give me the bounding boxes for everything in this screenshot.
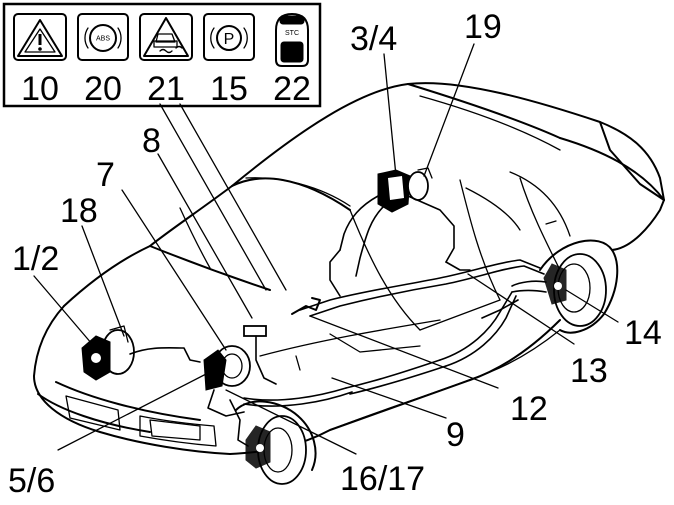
front-wheel	[245, 415, 307, 485]
rear-wheel	[511, 253, 607, 327]
leader-lines	[33, 43, 619, 455]
parking-icon-text: P	[224, 31, 235, 48]
abs-warning-icon: ABS	[77, 13, 129, 61]
callout-1-2: 1/2	[12, 240, 59, 278]
callout-13: 13	[570, 352, 608, 390]
callout-numbers: 1/2 18 7 8 3/4 19 14 13 12 9 16/17 5/6	[8, 8, 662, 500]
legend-box: ABS P STC 10 20 21 15 22	[2, 2, 322, 108]
front-left-caliper	[81, 325, 201, 381]
stc-button-icon: STC	[275, 13, 309, 67]
parking-brake-icon: P	[203, 13, 255, 61]
skid-car-icon	[139, 13, 193, 61]
brake-lines	[291, 249, 545, 395]
legend-label-10: 10	[21, 70, 59, 108]
callout-9: 9	[446, 416, 465, 454]
abs-icon-text: ABS	[96, 36, 110, 43]
callout-7: 7	[96, 156, 115, 194]
legend-label-22: 22	[273, 70, 311, 108]
stc-icon-text: STC	[285, 30, 299, 37]
callout-18: 18	[60, 192, 98, 230]
callout-12: 12	[510, 390, 548, 428]
legend-label-15: 15	[210, 70, 248, 108]
warning-triangle-icon	[13, 13, 67, 61]
callout-14: 14	[624, 314, 662, 352]
callout-3-4: 3/4	[350, 20, 397, 58]
abs-modulator	[339, 167, 455, 277]
callout-16-17: 16/17	[340, 460, 425, 498]
callout-5-6: 5/6	[8, 462, 55, 500]
callout-8: 8	[142, 122, 161, 160]
callout-19: 19	[464, 8, 502, 46]
legend-label-20: 20	[84, 70, 122, 108]
legend-label-21: 21	[147, 70, 185, 108]
